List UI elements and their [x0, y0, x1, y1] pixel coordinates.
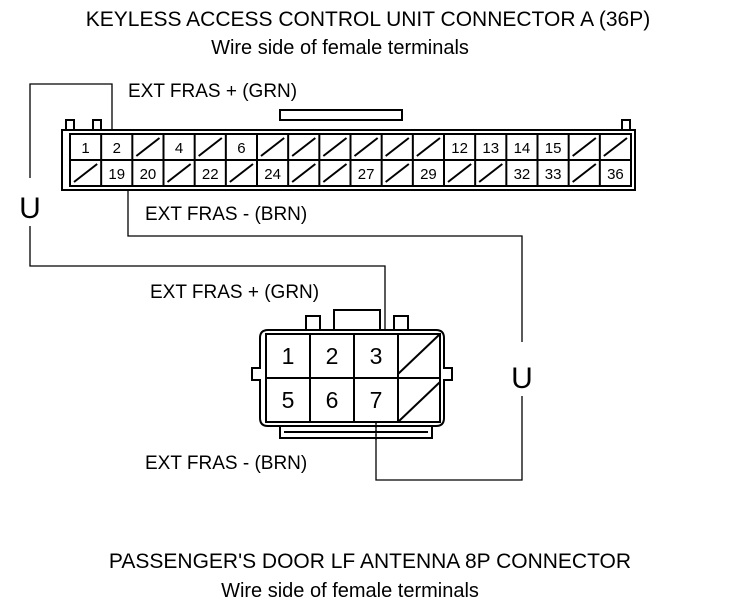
- top-connector-title: KEYLESS ACCESS CONTROL UNIT CONNECTOR A …: [86, 8, 650, 31]
- top-pin-22: 22: [202, 166, 219, 183]
- top-connector-empty-cavity-slash: [322, 137, 348, 157]
- wires: [29, 83, 523, 481]
- bottom-pin-1: 1: [282, 343, 295, 369]
- top-connector-empty-cavity-slash: [447, 163, 472, 183]
- bottom-connector-left-tab: [305, 315, 321, 331]
- bottom-connector-right-tab: [393, 315, 409, 331]
- left-loop-symbol: U: [19, 192, 41, 225]
- top-connector-empty-cavity-slash: [603, 137, 628, 157]
- top-pin-4: 4: [175, 140, 183, 157]
- brn-wire-bottom-segment: [375, 396, 523, 481]
- top-pin-20: 20: [140, 166, 157, 183]
- top-connector-empty-cavity-slash: [385, 163, 410, 183]
- top-pin-19: 19: [108, 166, 125, 183]
- bottom-pin-2: 2: [326, 343, 339, 369]
- top-pin-24: 24: [264, 166, 281, 183]
- top-pin-36: 36: [607, 166, 624, 183]
- top-pin-13: 13: [482, 140, 499, 157]
- top-connector-empty-cavity-slash: [385, 137, 410, 157]
- top-connector-lock-bar: [279, 109, 403, 121]
- top-connector-empty-cavity-slash: [353, 137, 379, 157]
- top-connector-empty-cavity-slash: [478, 163, 503, 183]
- bottom-pin-6: 6: [326, 387, 339, 413]
- bottom-connector-outline: [251, 329, 453, 427]
- top-connector-empty-cavity-slash: [260, 137, 285, 157]
- bottom-connector-base: [279, 425, 433, 439]
- bottom-plus-wire-label: EXT FRAS + (GRN): [150, 282, 319, 303]
- bottom-pin-5: 5: [282, 387, 295, 413]
- top-connector-empty-cavity-slash: [135, 137, 161, 157]
- top-pin-29: 29: [420, 166, 437, 183]
- bottom-pin-3: 3: [370, 343, 383, 369]
- top-connector-left-tab: [65, 119, 75, 131]
- top-connector-lock-tab-left: [92, 119, 102, 131]
- top-connector-empty-cavity-slash: [198, 137, 223, 157]
- top-pin-15: 15: [545, 140, 562, 157]
- top-plus-wire-label: EXT FRAS + (GRN): [128, 81, 297, 102]
- right-loop-symbol: U: [511, 362, 533, 395]
- bottom-pin-7: 7: [370, 387, 383, 413]
- top-connector-empty-cavity-slash: [166, 163, 192, 183]
- top-connector-empty-cavity-slash: [291, 163, 316, 183]
- top-connector-subtitle: Wire side of female terminals: [211, 37, 469, 59]
- top-pin-14: 14: [514, 140, 531, 157]
- top-connector-empty-cavity-slash: [322, 163, 348, 183]
- grn-wire-bottom-segment: [29, 226, 386, 330]
- bottom-connector: [251, 309, 453, 439]
- top-connector-empty-cavity-slash: [416, 137, 441, 157]
- top-connector-empty-cavity-slash: [229, 163, 254, 183]
- top-pin-12: 12: [451, 140, 468, 157]
- top-connector-empty-cavity-slash: [291, 137, 316, 157]
- top-connector-outline: [61, 129, 636, 191]
- bottom-connector-empty-slash-upper: [397, 333, 441, 375]
- grn-wire-top-segment: [29, 83, 113, 178]
- bottom-connector-title: PASSENGER'S DOOR LF ANTENNA 8P CONNECTOR: [109, 550, 631, 573]
- top-pin-27: 27: [358, 166, 375, 183]
- top-connector-right-tab: [621, 119, 631, 131]
- brn-wire-top-segment: [127, 190, 523, 342]
- bottom-minus-wire-label: EXT FRAS - (BRN): [145, 453, 307, 474]
- top-pin-2: 2: [113, 140, 121, 157]
- top-pin-33: 33: [545, 166, 562, 183]
- top-pin-1: 1: [81, 140, 89, 157]
- top-pin-6: 6: [237, 140, 245, 157]
- bottom-connector-subtitle: Wire side of female terminals: [221, 580, 479, 602]
- bottom-connector-lock: [333, 309, 381, 331]
- top-connector-empty-cavity-slash: [572, 137, 597, 157]
- top-connector-empty-cavity-slash: [73, 163, 98, 183]
- top-minus-wire-label: EXT FRAS - (BRN): [145, 204, 307, 225]
- top-pin-32: 32: [514, 166, 531, 183]
- top-connector-empty-cavity-slash: [572, 163, 597, 183]
- bottom-connector-empty-slash-lower: [397, 381, 441, 423]
